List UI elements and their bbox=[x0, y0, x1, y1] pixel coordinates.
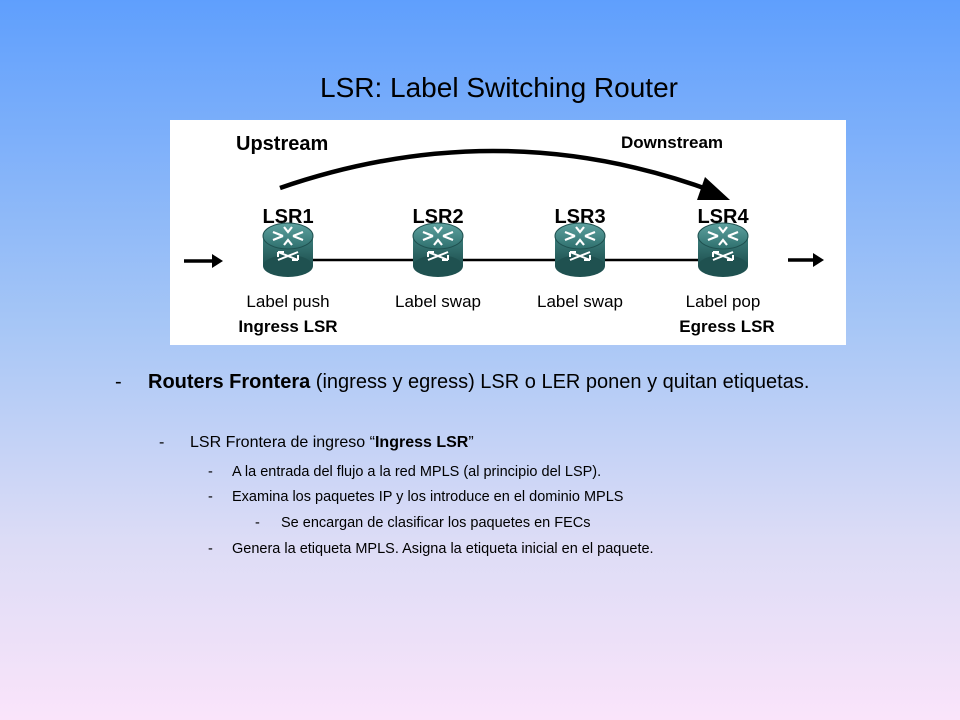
router-icon bbox=[261, 221, 315, 279]
router-icon bbox=[553, 221, 607, 279]
router-name: LSR3 bbox=[554, 206, 605, 228]
bullet-level3: - Examina los paquetes IP y los introduc… bbox=[208, 487, 928, 507]
router-operation: Label push bbox=[246, 292, 329, 311]
bullet-level3: - Genera la etiqueta MPLS. Asigna la eti… bbox=[208, 539, 928, 559]
lsr-diagram-svg: Upstream Downstream LSR1 Label push Ingr… bbox=[184, 133, 824, 336]
bullet-text: Routers Frontera (ingress y egress) LSR … bbox=[148, 368, 925, 397]
bullet-dash: - bbox=[115, 371, 122, 393]
bullet-dash: - bbox=[255, 515, 260, 531]
bullet-level1: - Routers Frontera (ingress y egress) LS… bbox=[115, 368, 925, 397]
bullet-dash: - bbox=[208, 489, 213, 505]
bullet-text: LSR Frontera de ingreso “Ingress LSR” bbox=[190, 432, 859, 454]
bullet-dash: - bbox=[159, 434, 165, 451]
ingress-arrow bbox=[184, 254, 223, 268]
router-operation: Label swap bbox=[395, 292, 481, 311]
router-operation: Label pop bbox=[686, 292, 761, 311]
router-name: LSR4 bbox=[697, 206, 749, 228]
router-name: LSR2 bbox=[412, 206, 463, 228]
bullet-level4: - Se encargan de clasificar los paquetes… bbox=[255, 513, 935, 533]
bullet-dash: - bbox=[208, 464, 213, 480]
router-operation: Label swap bbox=[537, 292, 623, 311]
upstream-label: Upstream bbox=[236, 133, 328, 155]
bullet-suffix-text: ” bbox=[468, 434, 474, 451]
bullet-level3: - A la entrada del flujo a la red MPLS (… bbox=[208, 462, 928, 482]
lsr-diagram: Upstream Downstream LSR1 Label push Ingr… bbox=[170, 120, 846, 345]
router-icon bbox=[696, 221, 750, 279]
bullet-text: A la entrada del flujo a la red MPLS (al… bbox=[232, 464, 602, 480]
bullet-level2: - LSR Frontera de ingreso “Ingress LSR” bbox=[159, 432, 859, 454]
bullet-text: Genera la etiqueta MPLS. Asigna la etiqu… bbox=[232, 541, 654, 557]
slide-title: LSR: Label Switching Router bbox=[320, 72, 678, 103]
bullet-dash: - bbox=[208, 541, 213, 557]
bullet-text: Se encargan de clasificar los paquetes e… bbox=[281, 515, 591, 531]
bullet-bold-text: Ingress LSR bbox=[374, 434, 469, 451]
router-name: LSR1 bbox=[262, 206, 313, 228]
router-role: Ingress LSR bbox=[238, 317, 337, 336]
bullet-bold-text: Routers Frontera bbox=[148, 371, 311, 393]
bullet-text: Examina los paquetes IP y los introduce … bbox=[232, 489, 624, 505]
router-role: Egress LSR bbox=[679, 317, 774, 336]
bullet-prefix-text: LSR Frontera de ingreso “ bbox=[190, 434, 375, 451]
bullet-plain-text: (ingress y egress) LSR o LER ponen y qui… bbox=[310, 371, 810, 393]
router-icon bbox=[411, 221, 465, 279]
egress-arrow bbox=[788, 253, 824, 267]
downstream-label: Downstream bbox=[621, 133, 723, 152]
